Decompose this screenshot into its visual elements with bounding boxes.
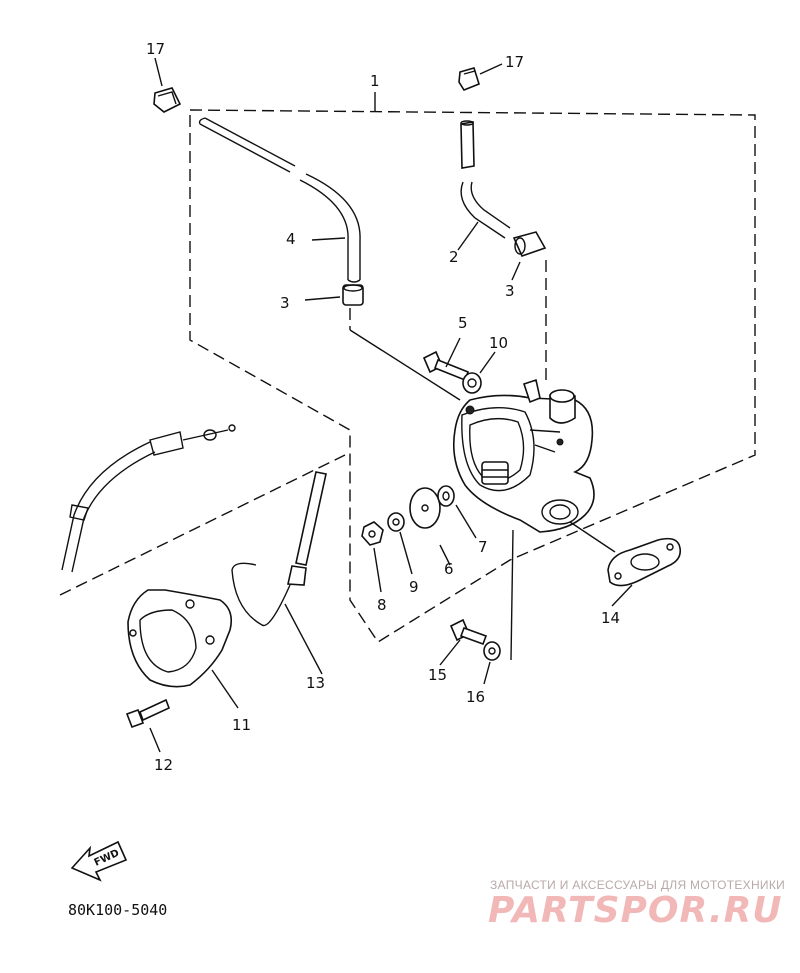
part-13-cable <box>231 471 327 675</box>
part-3-clamp-right <box>511 231 547 380</box>
part-11-pump-cover <box>127 589 239 709</box>
callout-17-left: 17 <box>146 40 165 58</box>
diagram-code: 80K100-5040 <box>68 901 167 919</box>
part-5-bolt <box>422 337 470 382</box>
throttle-cable <box>59 424 346 596</box>
callout-labels: 1 2 3 3 4 5 6 7 8 9 10 11 12 13 14 15 16… <box>146 40 620 774</box>
part-14-gasket <box>569 521 682 607</box>
part-2-hose <box>457 120 511 251</box>
callout-14: 14 <box>601 609 620 627</box>
part-16-washer <box>483 641 501 685</box>
callout-1: 1 <box>370 72 380 90</box>
callout-3-left: 3 <box>280 294 290 312</box>
callout-6: 6 <box>444 560 454 578</box>
callout-7: 7 <box>478 538 488 556</box>
watermark: ЗАПЧАСТИ И АКСЕССУАРЫ ДЛЯ МОТОТЕХНИКИ PA… <box>488 878 785 931</box>
callout-17-right: 17 <box>505 53 524 71</box>
part-17-nut-right <box>458 63 503 91</box>
callout-11: 11 <box>232 716 251 734</box>
callout-3-right: 3 <box>505 282 515 300</box>
callout-12: 12 <box>154 756 173 774</box>
watermark-tagline: ЗАПЧАСТИ И АКСЕССУАРЫ ДЛЯ МОТОТЕХНИКИ <box>490 878 785 892</box>
part-8-nut <box>361 521 384 593</box>
callout-13: 13 <box>306 674 325 692</box>
part-17-nut-left <box>153 57 182 113</box>
part-12-bolt <box>125 698 171 753</box>
callout-10: 10 <box>489 334 508 352</box>
part-7-seal <box>437 485 477 539</box>
part-9-washer <box>387 512 413 575</box>
callout-5: 5 <box>458 314 468 332</box>
part-10-washer <box>462 351 496 394</box>
callout-2: 2 <box>449 248 459 266</box>
callout-9: 9 <box>409 578 419 596</box>
part-4-hose <box>198 117 361 283</box>
callout-4: 4 <box>286 230 296 248</box>
fwd-arrow-icon: FWD <box>70 840 128 882</box>
assembly-boundary-dashed <box>189 92 756 643</box>
watermark-brand: PARTSPOR.RU <box>488 890 783 931</box>
part-15-bolt <box>439 618 488 666</box>
callout-16: 16 <box>466 688 485 706</box>
callout-15: 15 <box>428 666 447 684</box>
callout-8: 8 <box>377 596 387 614</box>
oil-pump-body <box>452 378 595 661</box>
part-3-clamp-left <box>304 284 461 401</box>
part-6-washer <box>409 487 451 566</box>
